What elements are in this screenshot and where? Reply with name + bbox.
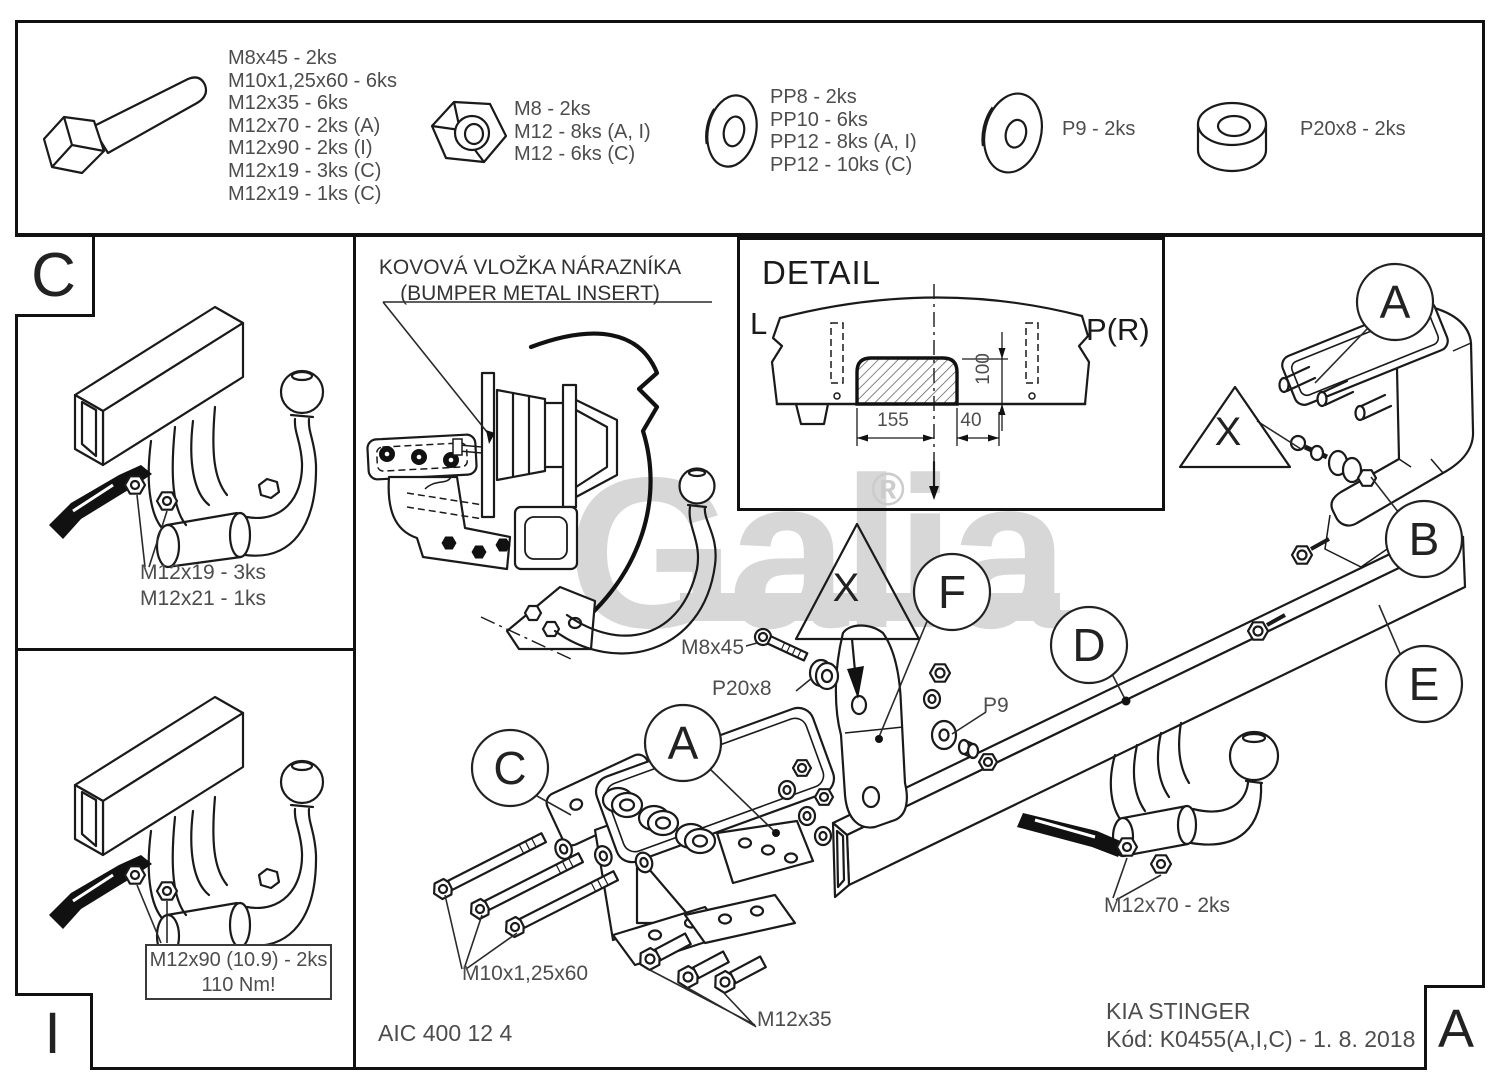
x-arrow bbox=[847, 637, 864, 699]
hardware-line: M12x70 - 2ks (A) bbox=[228, 114, 381, 137]
outer-frame bbox=[15, 20, 1485, 1070]
hardware-line: PP10 - 6ks bbox=[770, 108, 868, 131]
nut-icon bbox=[430, 100, 508, 164]
hardware-line: M12x19 - 1ks (C) bbox=[228, 182, 382, 205]
detail-right-label: P(R) bbox=[1086, 312, 1150, 347]
plate-fasteners bbox=[777, 759, 835, 847]
p9-washer-icon bbox=[981, 92, 1043, 174]
panel-c-leaders bbox=[136, 494, 168, 568]
washer-size-list: PP8 - 2ks PP10 - 6ks PP12 - 8ks (A, I) P… bbox=[770, 86, 917, 176]
panel-c-note-line2: M12x21 - 1ks bbox=[140, 587, 267, 610]
panel-i-leaders bbox=[136, 884, 168, 944]
m12x35-bolts bbox=[639, 932, 767, 995]
model-name: KIA STINGER bbox=[1106, 998, 1251, 1024]
hardware-line: M12x35 - 6ks bbox=[228, 92, 349, 115]
bushing-plate bbox=[594, 706, 836, 864]
callout-a-mid: A bbox=[667, 717, 699, 769]
nut-size-list: M8 - 2ks M12 - 8ks (A, I) M12 - 6ks (C) bbox=[514, 98, 651, 166]
code-date: Kód: K0455(A,I,C) - 1. 8. 2018 bbox=[1106, 1026, 1416, 1052]
callout-b: B bbox=[1408, 513, 1440, 565]
p9-label: P9 - 2ks bbox=[1062, 118, 1136, 140]
callout-d: D bbox=[1072, 619, 1106, 671]
detail-dim-height: 100 bbox=[973, 353, 994, 385]
wrench-tool bbox=[1017, 813, 1125, 857]
hardware-line: PP12 - 8ks (A, I) bbox=[770, 131, 917, 154]
label-m8x45: M8x45 bbox=[680, 636, 744, 659]
bolt-size-list: M8x45 - 2ks M10x1,25x60 - 6ks M12x35 - 6… bbox=[228, 47, 397, 205]
column-separator bbox=[353, 237, 356, 1070]
bolt-icon bbox=[42, 76, 208, 175]
bumper-note-line2: (BUMPER METAL INSERT) bbox=[400, 282, 660, 305]
doc-number: AIC 400 12 4 bbox=[378, 1020, 513, 1046]
bumper-insert-note: KOVOVÁ VLOŽKA NÁRAZNÍKA (BUMPER METAL IN… bbox=[370, 255, 690, 307]
svg-text:®: ® bbox=[871, 463, 905, 515]
hardware-line: M12x19 - 3ks (C) bbox=[228, 159, 382, 182]
panel-c-letter: C bbox=[31, 241, 76, 310]
sheet-letter-box: A bbox=[1424, 985, 1485, 1070]
panel-c-letter-box: C bbox=[15, 237, 95, 317]
flat-washer-icon bbox=[705, 94, 758, 168]
p20x8-spacer bbox=[808, 658, 840, 691]
hardware-line: M8x45 - 2ks bbox=[228, 47, 337, 69]
label-m12x70: M12x70 - 2ks bbox=[1104, 894, 1231, 917]
panel-i-letter-box: I bbox=[15, 993, 93, 1070]
detail-dim-offset: 40 bbox=[960, 410, 982, 431]
label-m12x35: M12x35 bbox=[757, 1008, 832, 1031]
panel-c-drawing bbox=[47, 305, 325, 569]
bumper-note-line1: KOVOVÁ VLOŽKA NÁRAZNÍKA bbox=[378, 256, 682, 279]
sheet-letter: A bbox=[1437, 999, 1475, 1059]
towball-assembly bbox=[1017, 721, 1280, 874]
hardware-line: M12 - 8ks (A, I) bbox=[514, 120, 651, 143]
detail-left-label: L bbox=[750, 306, 768, 341]
hardware-line: PP8 - 2ks bbox=[770, 86, 857, 108]
label-p20x8: P20x8 bbox=[712, 677, 772, 700]
panel-i-note-line2: 110 Nm! bbox=[201, 974, 276, 996]
leader-lines bbox=[382, 301, 1402, 1028]
callout-a-top: A bbox=[1379, 276, 1411, 328]
p20-label: P20x8 - 2ks bbox=[1300, 118, 1406, 140]
callout-f: F bbox=[937, 566, 967, 618]
m10-bolts bbox=[432, 832, 654, 939]
label-p9: P9 bbox=[983, 694, 1009, 717]
panel-i-letter: I bbox=[44, 1000, 61, 1066]
detail-box: DETAIL L P(R) 155 40 100 bbox=[737, 237, 1165, 511]
panel-c-note: M12x19 - 3ks M12x21 - 1ks bbox=[140, 560, 266, 612]
p20-spacer-icon bbox=[1196, 101, 1268, 173]
panel-separator bbox=[15, 648, 353, 651]
p9-fastener-chain bbox=[922, 663, 999, 771]
detail-dim-width: 155 bbox=[877, 410, 909, 431]
warning-x-right: X bbox=[1214, 409, 1242, 454]
hardware-line: PP12 - 10ks (C) bbox=[770, 153, 913, 176]
warning-x-center: X bbox=[832, 565, 860, 610]
m8x45-bolt bbox=[753, 627, 840, 691]
panel-c-note-line1: M12x19 - 3ks bbox=[140, 561, 267, 584]
band-separator bbox=[15, 233, 1485, 237]
detail-drawing bbox=[770, 284, 1091, 500]
callout-e: E bbox=[1408, 658, 1440, 710]
hardware-line: M12x90 - 2ks (I) bbox=[228, 137, 373, 160]
hardware-line: M8 - 2ks bbox=[514, 98, 591, 120]
bumper-cutaway bbox=[366, 331, 717, 660]
detail-title: DETAIL bbox=[762, 254, 882, 291]
panel-i-note-box: M12x90 (10.9) - 2ks 110 Nm! bbox=[145, 944, 332, 1000]
warning-triangles bbox=[794, 385, 1292, 641]
callout-circles bbox=[470, 262, 1464, 808]
panel-i-drawing bbox=[47, 695, 325, 959]
callout-c: C bbox=[493, 742, 527, 794]
panel-i-note-line1: M12x90 (10.9) - 2ks bbox=[149, 949, 328, 971]
hardware-line: M10x1,25x60 - 6ks bbox=[228, 69, 397, 92]
hardware-line: M12 - 6ks (C) bbox=[514, 143, 636, 166]
label-m10: M10x1,25x60 bbox=[462, 962, 589, 985]
main-exploded-drawing: Galia ® bbox=[366, 262, 1475, 1028]
